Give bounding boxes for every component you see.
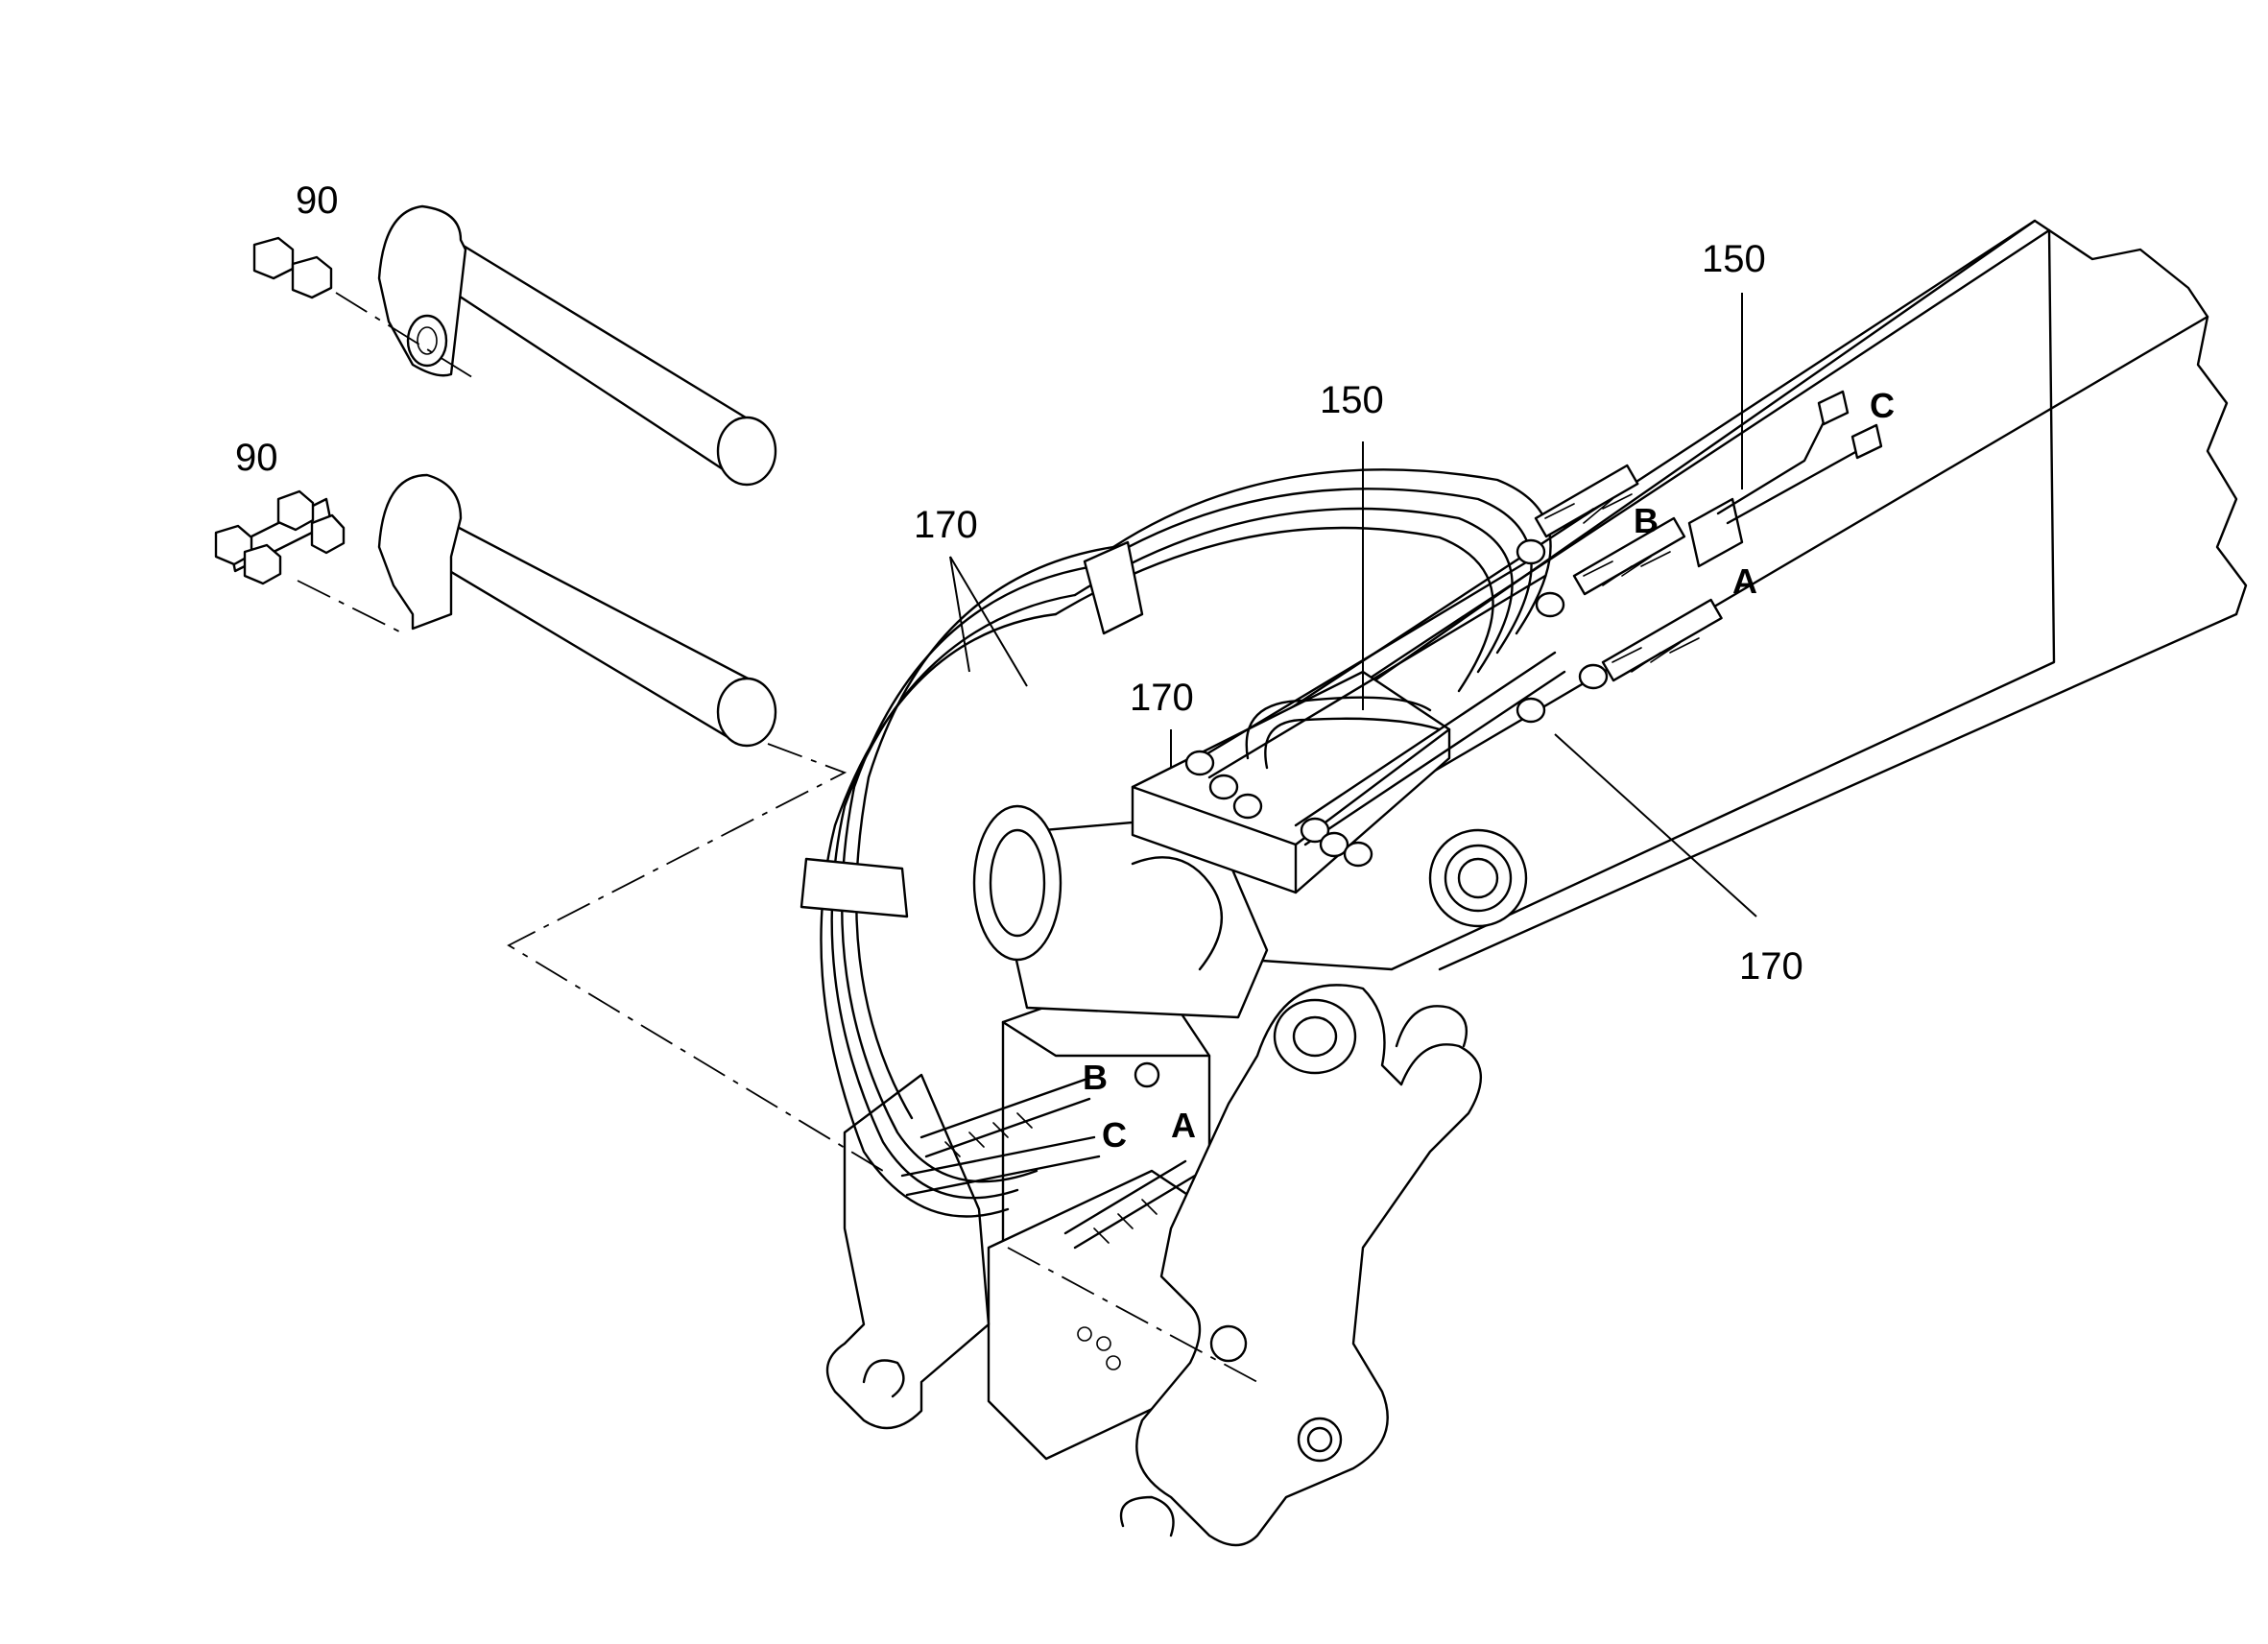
port-label-left-b: B — [1083, 1058, 1108, 1097]
callout-labels: 90 90 170 170 150 150 170 — [235, 179, 1803, 988]
lower-pin — [377, 473, 777, 748]
upper-pin — [377, 204, 777, 487]
hose-clamp-lower — [800, 857, 909, 918]
lower-pin-bolts — [214, 489, 404, 634]
callout-170-hose-loop: 170 — [914, 504, 978, 546]
hose-clamp-upper — [1083, 540, 1144, 635]
hose-loop — [800, 468, 1552, 1218]
block-fittings — [1184, 750, 1373, 868]
braided-hose-lower — [1601, 598, 1723, 682]
hose-bracket — [1687, 497, 1744, 568]
hoses-to-boom — [1198, 390, 1883, 846]
port-label-right-a: A — [1732, 561, 1757, 601]
port-label-left-c: C — [1102, 1115, 1127, 1155]
coupler-lock-pin — [1297, 1417, 1343, 1463]
port-label-right-b: B — [1634, 501, 1659, 540]
leader-lines — [949, 293, 1757, 917]
braided-hose-middle — [1572, 516, 1686, 596]
braided-hose-upper — [1534, 464, 1639, 538]
boom-arm — [1179, 219, 2248, 971]
upper-pin-bolts — [252, 236, 476, 380]
callout-90-upper: 90 — [296, 179, 339, 222]
connector-c-lower — [1850, 423, 1883, 460]
quick-coupler-body — [825, 670, 1482, 1547]
connector-c-upper — [1817, 390, 1850, 426]
assembly-centerlines — [507, 743, 1258, 1383]
port-labels: B A C B C A — [1083, 386, 1895, 1155]
callout-150-right: 150 — [1702, 238, 1766, 280]
callout-90-lower: 90 — [235, 437, 278, 479]
port-label-left-a: A — [1171, 1106, 1196, 1145]
port-label-right-c: C — [1870, 386, 1895, 425]
callout-170-block: 170 — [1130, 677, 1194, 719]
coupler-side-hoses — [900, 1078, 1197, 1250]
boom-pivot-boss — [1428, 828, 1528, 928]
callout-170-fitting: 170 — [1739, 945, 1803, 988]
callout-150-center: 150 — [1320, 379, 1384, 421]
